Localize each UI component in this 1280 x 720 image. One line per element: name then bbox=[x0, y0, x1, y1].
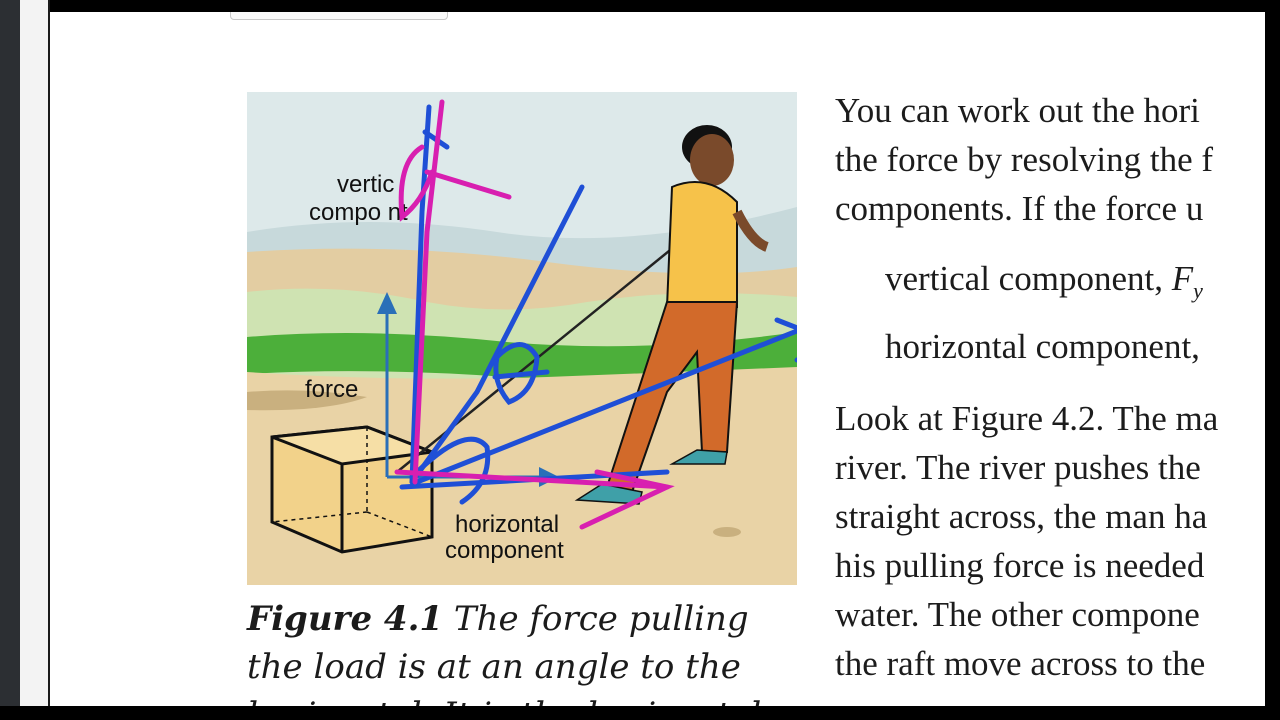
paragraph-2-line-3: straight across, the man ha bbox=[835, 497, 1208, 536]
paragraph-2: Look at Figure 4.2. The ma river. The ri… bbox=[835, 394, 1218, 688]
caption-line-1: The force pulling bbox=[453, 599, 749, 639]
label-horizontal-1: horizontal bbox=[455, 511, 559, 538]
paragraph-1-line-3: components. If the force u bbox=[835, 189, 1204, 228]
equation-horizontal: horizontal component, bbox=[885, 327, 1200, 367]
equation-horizontal-text: horizontal component, bbox=[885, 327, 1200, 366]
man-pulling bbox=[574, 125, 769, 505]
page-left-margin bbox=[20, 0, 50, 720]
equation-vertical-symbol: F bbox=[1171, 259, 1194, 298]
top-bar bbox=[0, 0, 1280, 12]
paragraph-2-line-4: his pulling force is needed bbox=[835, 546, 1205, 585]
paragraph-2-line-2: river. The river pushes the bbox=[835, 448, 1201, 487]
figure-illustration: vertic compo nt force horizontal compone… bbox=[247, 92, 797, 585]
caption-figure-number: Figure 4.1 bbox=[247, 599, 444, 639]
paragraph-2-line-1: Look at Figure 4.2. The ma bbox=[835, 399, 1219, 438]
paragraph-1-line-1: You can work out the hori bbox=[835, 91, 1200, 130]
paragraph-1-line-2: the force by resolving the f bbox=[835, 140, 1214, 179]
caption-line-3: horizontal. It is the horizontal bbox=[247, 691, 767, 708]
figure-caption: Figure 4.1 The force pulling the load is… bbox=[247, 595, 767, 708]
document-page: vertic compo nt force horizontal compone… bbox=[50, 12, 1265, 708]
bottom-bar bbox=[0, 706, 1280, 720]
equation-vertical-text: vertical component, bbox=[885, 259, 1172, 298]
toolbar-tab[interactable] bbox=[230, 12, 448, 20]
load-box bbox=[270, 425, 434, 554]
paragraph-2-line-5: water. The other compone bbox=[835, 595, 1200, 634]
equation-vertical: vertical component, Fy bbox=[885, 259, 1203, 304]
right-edge bbox=[1267, 0, 1280, 720]
left-edge bbox=[0, 0, 20, 720]
paragraph-1: You can work out the hori the force by r… bbox=[835, 86, 1265, 233]
figure-4-1: vertic compo nt force horizontal compone… bbox=[247, 92, 797, 585]
label-vertical-2: compo nt bbox=[309, 199, 408, 226]
paragraph-2-line-6: the raft move across to the bbox=[835, 644, 1206, 683]
caption-line-2: the load is at an angle to the bbox=[247, 647, 741, 687]
magenta-annotations bbox=[394, 99, 675, 530]
label-vertical-1: vertic bbox=[337, 171, 394, 198]
label-horizontal-2: component bbox=[445, 537, 564, 564]
label-force: force bbox=[305, 376, 358, 403]
equation-vertical-subscript: y bbox=[1193, 278, 1203, 303]
